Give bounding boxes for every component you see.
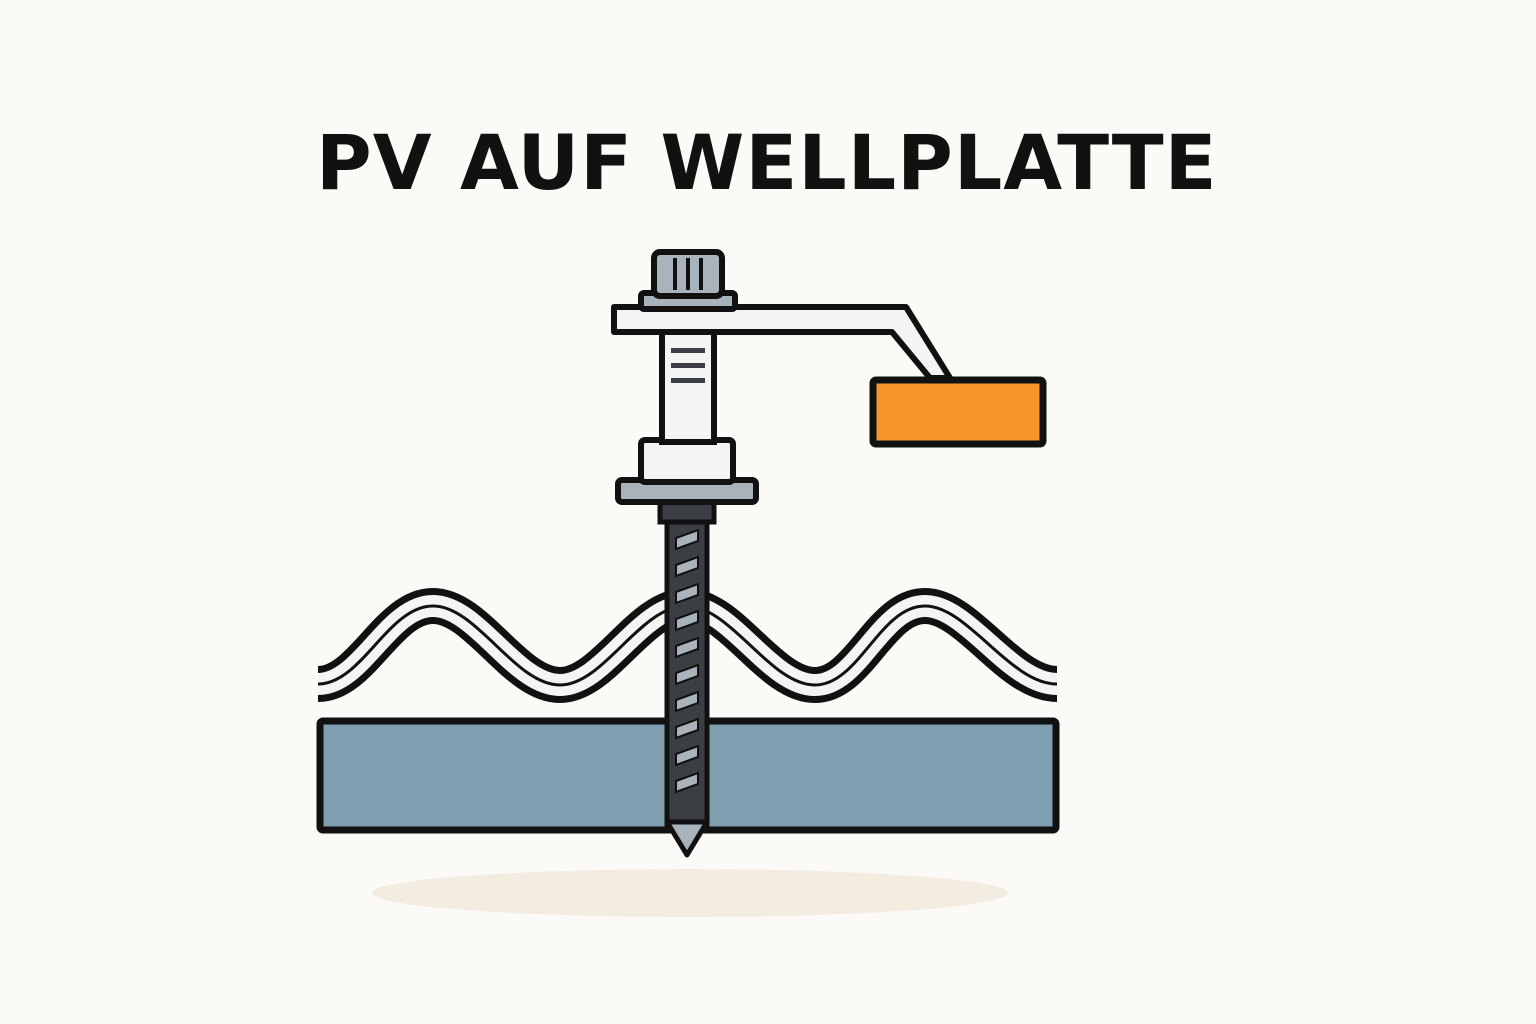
- pv-rail: [869, 376, 1047, 448]
- sealing-washer: [615, 437, 759, 525]
- bolt-head: [638, 249, 738, 312]
- diagram-title: PV AUF WELLPLATTE: [316, 118, 1218, 207]
- ground-shadow: [372, 869, 1008, 917]
- hanger-bolt-shaft: [664, 517, 710, 858]
- bolt-upper-shaft: [659, 329, 717, 445]
